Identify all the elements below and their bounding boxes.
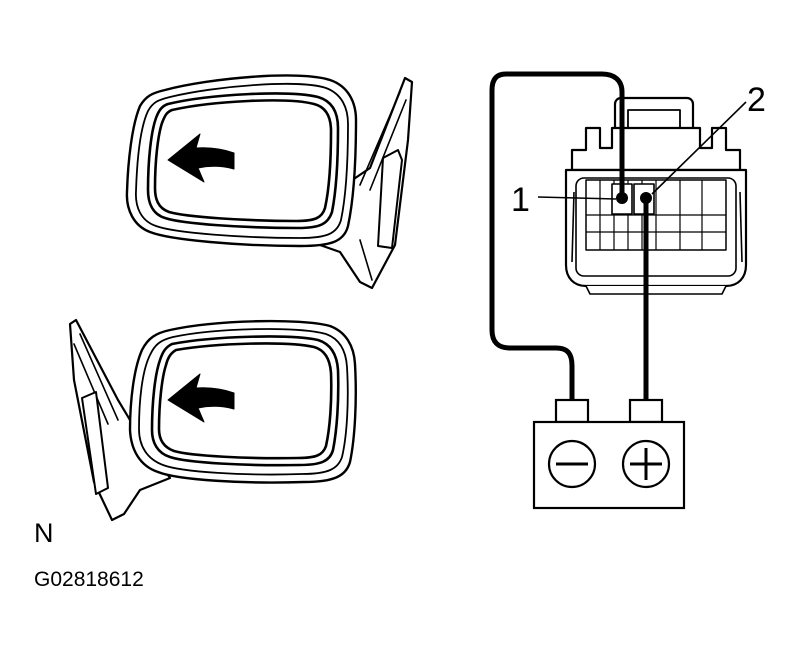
- pin-leader-lines: [537, 101, 747, 200]
- pin-1-label: 1: [511, 181, 530, 219]
- region-code-label: N: [34, 518, 54, 548]
- minus-icon: [547, 439, 597, 489]
- pin-2-label: 2: [747, 81, 766, 119]
- positive-terminal-post: [628, 398, 664, 424]
- leader-line-1: [537, 196, 617, 200]
- battery: [532, 398, 686, 510]
- plus-icon: [621, 439, 671, 489]
- leader-line-2: [651, 101, 747, 195]
- probe-tip-2: [640, 192, 652, 204]
- probe-tip-1: [616, 192, 628, 204]
- upper-mirror-mount: [377, 149, 403, 249]
- negative-terminal-post: [554, 398, 590, 424]
- figure-code-label: G02818612: [34, 568, 144, 591]
- negative-lead: [489, 71, 625, 405]
- lower-mirror: [68, 318, 357, 522]
- connector-upper-body: [570, 126, 742, 172]
- lower-mirror-housing: [128, 319, 357, 484]
- lower-mirror-mount: [81, 391, 109, 495]
- upper-mirror-housing: [125, 74, 358, 248]
- upper-mirror: [125, 74, 414, 290]
- test-leads: [489, 71, 649, 405]
